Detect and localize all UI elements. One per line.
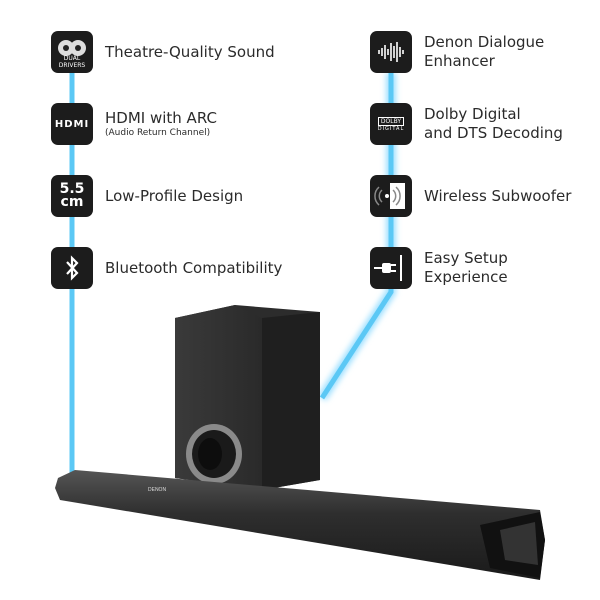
soundbar: DENON <box>55 470 545 580</box>
feature-label: Theatre-Quality Sound <box>105 42 275 61</box>
dolby-icon: DOLBY DIGITAL <box>370 103 412 145</box>
feature-label: Low-Profile Design <box>105 186 244 205</box>
feature-label: Denon Dialogue <box>424 33 545 51</box>
feature-label: Wireless Subwoofer <box>424 186 572 205</box>
feature-theatre-sound: DUAL DRIVERS Theatre-Quality Sound <box>51 31 275 73</box>
dual-drivers-icon: DUAL DRIVERS <box>51 31 93 73</box>
subwoofer <box>175 305 320 490</box>
feature-label: Dolby Digital <box>424 105 521 123</box>
feature-hdmi: HDMI HDMI with ARC(Audio Return Channel) <box>51 103 217 145</box>
bluetooth-icon <box>51 247 93 289</box>
wireless-icon <box>370 175 412 217</box>
feature-bluetooth: Bluetooth Compatibility <box>51 247 282 289</box>
brand-logo: DENON <box>148 487 166 493</box>
feature-sublabel: (Audio Return Channel) <box>105 128 211 138</box>
feature-label: HDMI with ARC <box>105 109 217 127</box>
waveform-icon <box>370 31 412 73</box>
feature-label: Bluetooth Compatibility <box>105 258 283 277</box>
plug-icon <box>370 247 412 289</box>
hdmi-icon: HDMI <box>51 103 93 145</box>
feature-label: Easy Setup <box>424 249 508 267</box>
feature-wireless-subwoofer: Wireless Subwoofer <box>370 175 571 217</box>
